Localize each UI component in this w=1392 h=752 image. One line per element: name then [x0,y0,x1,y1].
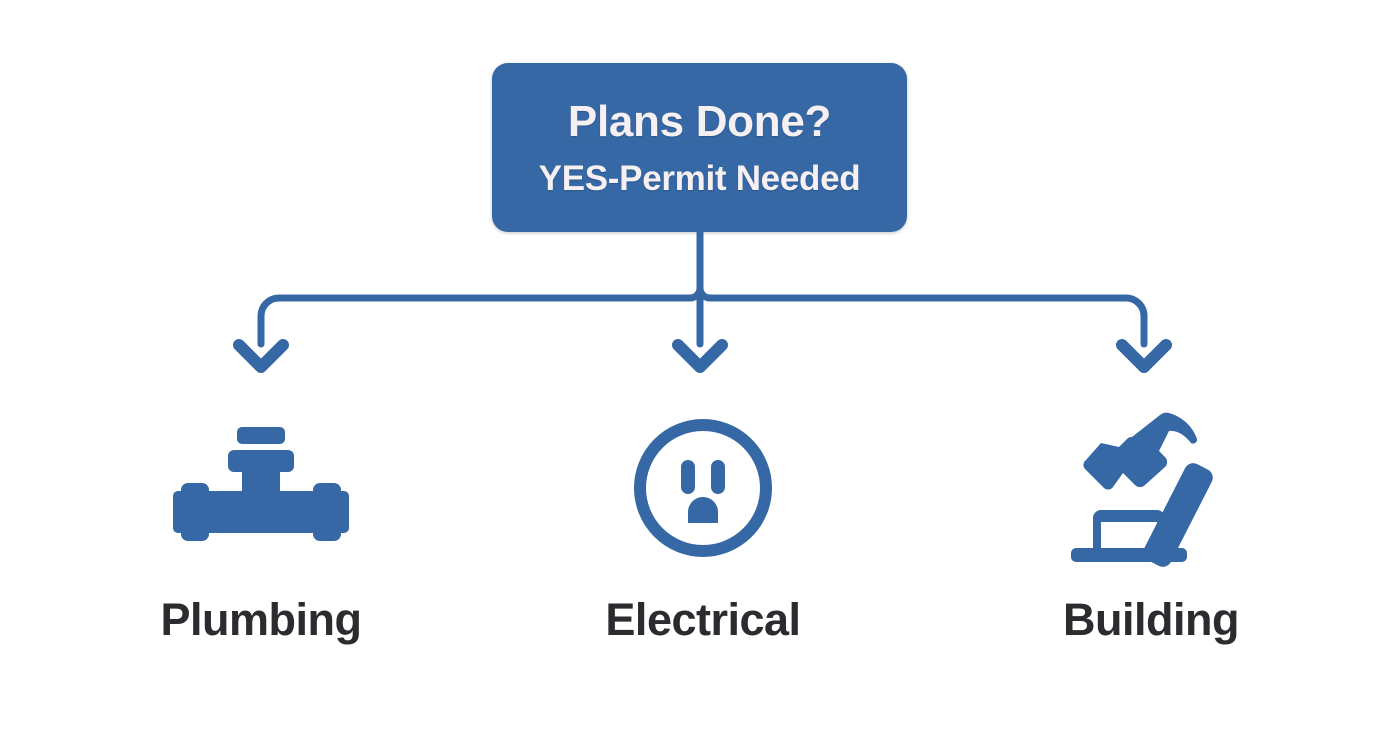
hammer-building-icon [1070,412,1213,567]
branch-node-electrical[interactable]: Electrical [553,400,853,642]
decision-box-title: Plans Done? [567,97,832,147]
electrical-outlet-icon [634,418,772,557]
arrowhead-right [1116,339,1172,373]
branch-icon-wrapper [1059,400,1244,575]
branch-line-right [706,294,1148,348]
pipe-valve-icon [173,426,349,541]
decision-box-subtitle: YES-Permit Needed [538,159,861,199]
branch-icon-wrapper [171,400,351,575]
branch-node-plumbing[interactable]: Plumbing [111,400,411,642]
branch-label-electrical: Electrical [605,594,801,645]
junction-fillet-left [686,284,704,302]
junction-fillet-right [696,284,714,302]
branch-icon-wrapper [628,400,778,575]
branch-node-building[interactable]: Building [1001,400,1301,642]
branch-line-left [257,294,694,348]
branch-label-building: Building [1063,594,1239,645]
branch-label-plumbing: Plumbing [160,594,362,645]
decision-box[interactable]: Plans Done? YES-Permit Needed [492,63,907,232]
arrowhead-center [672,339,728,373]
arrowhead-left [233,339,289,373]
